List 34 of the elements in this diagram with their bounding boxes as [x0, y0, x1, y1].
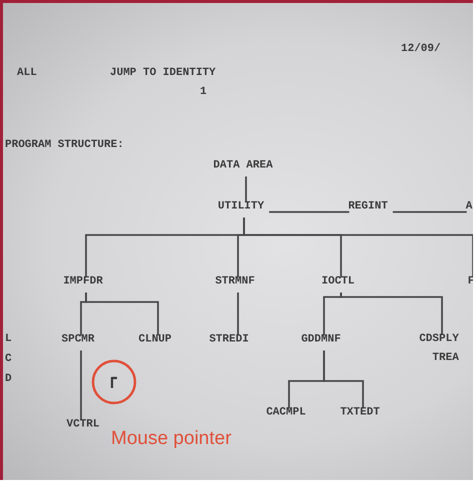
- node-name: GDDMNF: [301, 334, 341, 346]
- command-text: JUMP TO IDENTITY: [110, 67, 216, 80]
- node-name: IMPFDR: [63, 276, 103, 288]
- node-name: VCTRL: [66, 418, 100, 432]
- node-name: A: [466, 200, 472, 214]
- cropped-text: L: [5, 333, 12, 346]
- node-name: IOCTL: [322, 276, 354, 288]
- cropped-text: D: [5, 373, 12, 386]
- line-number: 1: [200, 86, 207, 99]
- tree-line: [85, 292, 159, 336]
- tree-line: [392, 211, 467, 213]
- tree-line: [80, 350, 82, 420]
- node-name: REGINT: [348, 200, 388, 214]
- node-name: SPCMR: [62, 334, 94, 346]
- tree-line: [269, 211, 350, 213]
- node-name: UTILITY: [218, 200, 264, 214]
- tree-line: [323, 350, 364, 408]
- tree-line: [340, 292, 443, 335]
- tree-line: [245, 176, 247, 202]
- node-name: STREDI: [209, 334, 249, 346]
- node-name: CACMPL: [266, 406, 306, 420]
- node-name: CLNUP: [138, 334, 172, 346]
- node-name: DATA AREA: [213, 160, 273, 172]
- node-name: TXTEDT: [340, 406, 380, 420]
- annotation-text: Mouse pointer: [111, 428, 232, 450]
- cropped-text: C: [5, 353, 12, 366]
- heading-text: PROGRAM STRUCTURE:: [5, 139, 124, 152]
- tree-line: [237, 292, 239, 336]
- date-text: 12/09/: [401, 43, 441, 56]
- node-name: STRMNF: [215, 276, 255, 288]
- node-name: CDSPLY: [419, 333, 459, 346]
- tree-line: [243, 218, 473, 278]
- command-text: ALL: [17, 67, 37, 80]
- node-subtext: TREA: [431, 352, 459, 365]
